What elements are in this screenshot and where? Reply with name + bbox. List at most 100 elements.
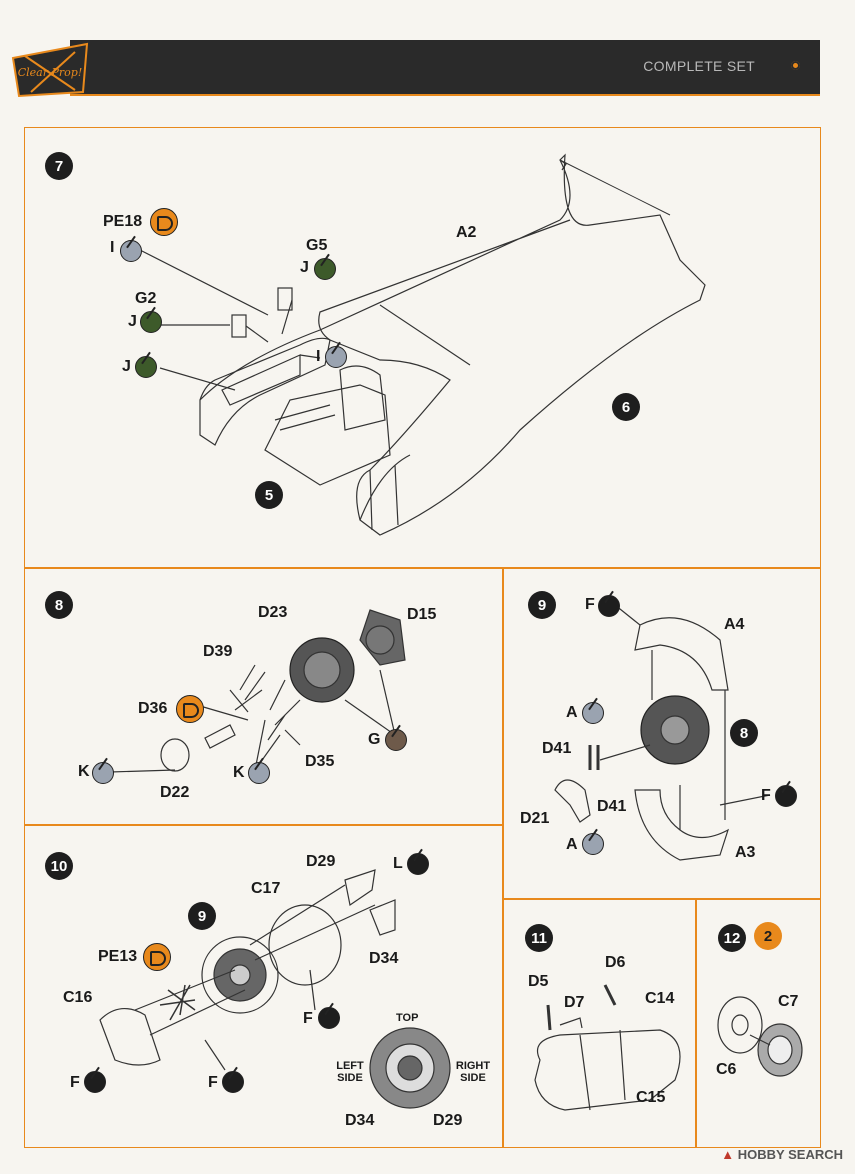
label-k: K — [78, 763, 90, 780]
label-g5: G5 — [306, 237, 328, 254]
label-g: G — [368, 731, 381, 748]
paint-chip-icon — [582, 702, 604, 724]
panel-step-11 — [502, 898, 697, 1148]
label-c6: C6 — [716, 1061, 737, 1078]
prohibited-icon — [176, 695, 204, 723]
ref-step-8-badge: 8 — [730, 719, 758, 747]
paint-chip-icon — [222, 1071, 244, 1093]
panel-step-8 — [24, 567, 504, 826]
svg-text:Clear Prop!: Clear Prop! — [18, 66, 83, 79]
label-c16: C16 — [63, 989, 93, 1006]
label-i: I — [110, 239, 115, 256]
brand-logo: Clear Prop! — [11, 42, 89, 98]
label-f: F — [303, 1010, 313, 1027]
exhaust-drawing — [534, 984, 681, 1111]
paint-chip-icon — [582, 833, 604, 855]
label-a3: A3 — [735, 844, 756, 861]
label-right-side: RIGHT SIDE — [455, 1060, 491, 1084]
footer-brand: HOBBY SEARCH — [737, 1147, 843, 1162]
paint-chip-icon — [598, 595, 620, 617]
panel-step-7 — [24, 127, 821, 569]
step-11-badge: 11 — [525, 924, 553, 952]
ref-step-9-badge: 9 — [188, 902, 216, 930]
label-c17: C17 — [251, 880, 281, 897]
label-a: A — [566, 704, 578, 721]
paint-chip-icon — [318, 1007, 340, 1029]
panel-step-12 — [695, 898, 821, 1148]
label-d39: D39 — [203, 643, 233, 660]
label-a4: A4 — [724, 616, 745, 633]
wheel-drawing — [717, 996, 803, 1077]
label-c15: C15 — [636, 1089, 666, 1106]
paint-chip-icon — [84, 1071, 106, 1093]
paint-chip-icon — [385, 729, 407, 751]
label-d34-view: D34 — [345, 1112, 375, 1129]
label-d36: D36 — [138, 700, 168, 717]
label-a2: A2 — [456, 224, 477, 241]
label-f: F — [761, 787, 771, 804]
label-d34: D34 — [369, 950, 399, 967]
paint-chip-icon — [407, 853, 429, 875]
cockpit-drawing — [264, 384, 391, 486]
label-j: J — [300, 259, 309, 276]
label-d29: D29 — [306, 853, 336, 870]
label-a: A — [566, 836, 578, 853]
label-g2: G2 — [135, 290, 157, 307]
front-cowling-drawing — [99, 869, 451, 1109]
label-f: F — [208, 1074, 218, 1091]
paint-chip-icon — [775, 785, 797, 807]
label-pe13: PE13 — [98, 948, 138, 965]
engine-drawing — [109, 609, 406, 773]
label-k: K — [233, 764, 245, 781]
label-d23: D23 — [258, 604, 288, 621]
label-d6: D6 — [605, 954, 626, 971]
panel-step-9 — [502, 567, 821, 900]
ref-step-6-badge: 6 — [612, 393, 640, 421]
ref-step-5-badge: 5 — [255, 481, 283, 509]
label-d41: D41 — [542, 740, 572, 757]
label-i: I — [316, 348, 321, 365]
label-d41: D41 — [597, 798, 627, 815]
step-12-badge: 12 — [718, 924, 746, 952]
paint-chip-icon — [325, 346, 347, 368]
fuselage-drawing — [199, 153, 706, 536]
label-c7: C7 — [778, 993, 799, 1010]
photo-etch-icon — [143, 943, 171, 971]
label-d5: D5 — [528, 973, 549, 990]
label-j: J — [122, 358, 131, 375]
label-f: F — [585, 596, 595, 613]
label-top: TOP — [396, 1012, 419, 1024]
label-d35: D35 — [305, 753, 335, 770]
label-d22: D22 — [160, 784, 190, 801]
alternative-2-badge: 2 — [754, 922, 782, 950]
paint-chip-icon — [248, 762, 270, 784]
cowling-drawing — [554, 604, 771, 861]
label-l: L — [393, 855, 403, 872]
step-7-badge: 7 — [45, 152, 73, 180]
step-9-badge: 9 — [528, 591, 556, 619]
paint-chip-icon — [140, 311, 162, 333]
hobby-search-logo-icon: ▲ — [721, 1147, 735, 1162]
paint-chip-icon — [135, 356, 157, 378]
side-panel-drawing — [199, 337, 331, 446]
step-10-badge: 10 — [45, 852, 73, 880]
label-d21: D21 — [520, 810, 550, 827]
gear-icon — [791, 61, 800, 70]
label-j: J — [128, 313, 137, 330]
label-pe18: PE18 — [103, 213, 143, 230]
label-d15: D15 — [407, 606, 437, 623]
label-d7: D7 — [564, 994, 585, 1011]
label-d29-view: D29 — [433, 1112, 463, 1129]
label-f: F — [70, 1074, 80, 1091]
photo-etch-icon — [150, 208, 178, 236]
paint-chip-icon — [314, 258, 336, 280]
panel-step-10 — [24, 824, 504, 1148]
footer-watermark: ▲ HOBBY SEARCH — [721, 1147, 843, 1162]
instruction-header: COMPLETE SET — [70, 40, 820, 96]
paint-chip-icon — [120, 240, 142, 262]
label-left-side: LEFT SIDE — [336, 1060, 364, 1084]
step-8-badge: 8 — [45, 591, 73, 619]
label-c14: C14 — [645, 990, 675, 1007]
paint-chip-icon — [92, 762, 114, 784]
